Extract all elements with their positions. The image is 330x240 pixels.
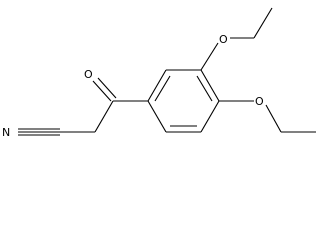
- bond-upper-ch2-to-ch3: [253, 7, 273, 39]
- upper-ether-oxygen-label: O: [219, 33, 228, 46]
- ring-double-bond-c1-c2: [154, 75, 171, 102]
- ring-bond-c6-c1: [147, 100, 167, 133]
- ring-bond-c4-c5: [200, 100, 220, 133]
- bond-lower-oxygen-to-ch2: [265, 104, 282, 133]
- nitrile-nitrogen-label: N: [2, 126, 10, 139]
- bond-ring-to-upper-ether-oxygen: [200, 42, 219, 71]
- ketone-oxygen-label: O: [84, 68, 93, 81]
- benzene-ring: [147, 69, 220, 133]
- ring-bond-c3-c4: [200, 69, 220, 102]
- carbonyl-double-bond-a: [92, 80, 112, 102]
- lower-ether-oxygen-label: O: [255, 95, 264, 108]
- ring-bond-c1-c2: [147, 69, 167, 102]
- carbonyl-double-bond-b: [97, 77, 117, 99]
- bond-carbonyl-to-ch2: [94, 100, 114, 133]
- ring-double-bond-c3-c4: [196, 75, 213, 102]
- chemical-structure: O N O O: [2, 7, 316, 139]
